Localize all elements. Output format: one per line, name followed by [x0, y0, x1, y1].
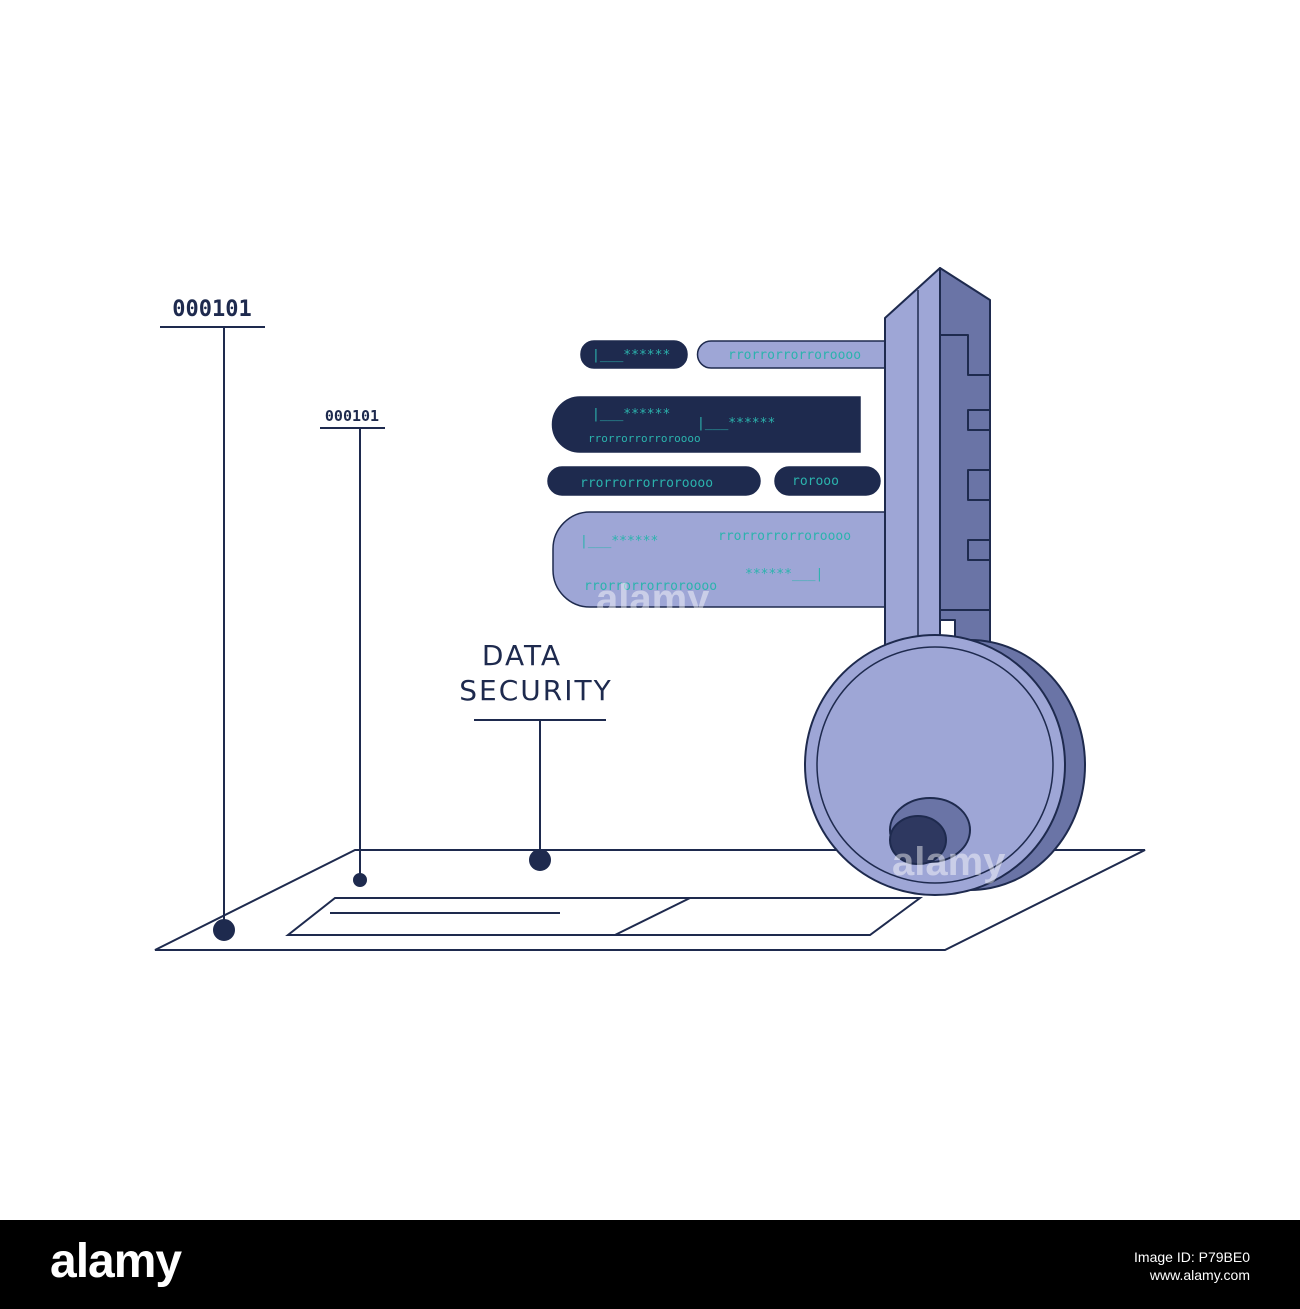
- bar-text-r2a: |___******: [592, 407, 670, 422]
- bar-text-r3b: rorooo: [792, 474, 839, 489]
- bar-text-r4b: rrorrorrorroroooo: [718, 529, 851, 544]
- key-icon: [804, 267, 1086, 896]
- bar-text-r4c: rrorrorrorroroooo: [584, 579, 717, 594]
- title-line-2: SECURITY: [459, 674, 612, 707]
- pointer-lines: [160, 326, 606, 941]
- watermark-text-2: alamy: [892, 840, 1006, 884]
- watermark-text-1: alamy: [596, 577, 710, 621]
- bar-text-r4a: |___******: [580, 534, 658, 549]
- binary-label-large: 000101: [172, 297, 251, 322]
- bar-text-r1a: |___******: [592, 348, 670, 363]
- bar-text-r3a: rrorrorrorroroooo: [580, 476, 713, 491]
- key-bitting: [939, 334, 991, 611]
- bar-row3-right: [774, 466, 881, 496]
- data-security-illustration: 000101 000101 DATA SECURITY |___****** r…: [154, 267, 1146, 951]
- key-blade-front: [884, 267, 941, 656]
- bar-row1-right: [696, 340, 946, 369]
- bar-text-r2b: |___******: [697, 416, 775, 431]
- bar-row2: [551, 396, 861, 453]
- footer-image-id: Image ID: P79BE0: [1134, 1249, 1250, 1265]
- image-watermark: alamy alamy: [596, 577, 1006, 884]
- bar-row3-left: [547, 466, 761, 496]
- bar-text-r4d: ******___|: [745, 567, 823, 582]
- bar-row4: [552, 511, 946, 608]
- bar-text-r1b: rrorrorrorroroooo: [728, 348, 861, 363]
- title-line-1: DATA: [482, 639, 562, 672]
- data-bars: [547, 340, 946, 608]
- bar-row1-left: [580, 340, 688, 369]
- footer-brand-logo: alamy: [50, 1235, 182, 1288]
- key-bow-face: [804, 634, 1066, 896]
- footer-meta: Image ID: P79BE0 www.alamy.com: [1134, 1248, 1250, 1284]
- bar-text-r2c: rrorrorrorroroooo: [588, 432, 701, 445]
- footer-bar: alamy Image ID: P79BE0 www.alamy.com: [0, 1220, 1300, 1309]
- binary-label-small: 000101: [325, 407, 379, 425]
- footer-url: www.alamy.com: [1149, 1267, 1250, 1283]
